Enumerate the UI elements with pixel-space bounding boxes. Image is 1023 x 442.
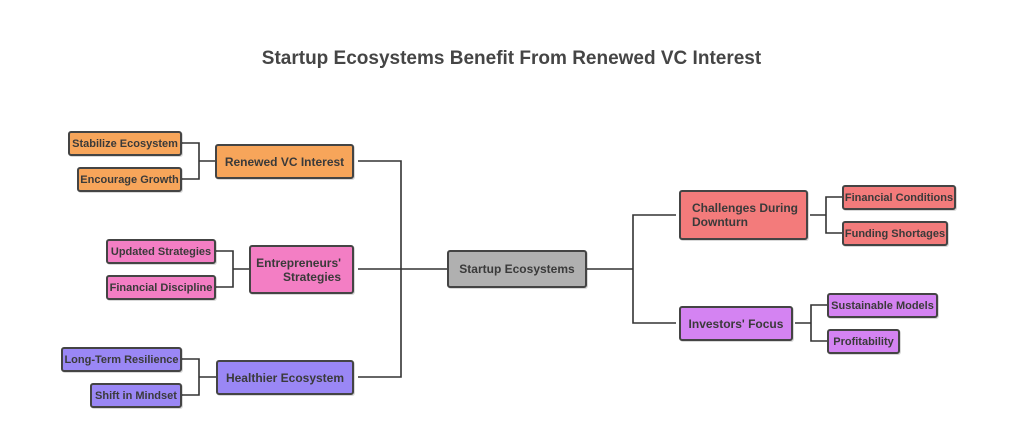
- branch-label: Investors' Focus: [688, 316, 784, 331]
- branch-healthier-ecosystem[interactable]: Healthier Ecosystem: [216, 360, 354, 395]
- leaf-financial-conditions[interactable]: Financial Conditions: [842, 185, 956, 210]
- connector-challenges-children: [810, 196, 842, 234]
- connector-entrepreneurs-children: [216, 250, 249, 288]
- branch-label: Healthier Ecosystem: [225, 370, 345, 385]
- leaf-encourage-growth[interactable]: Encourage Growth: [77, 167, 182, 192]
- leaf-sustainable-models[interactable]: Sustainable Models: [827, 293, 938, 318]
- leaf-label: Profitability: [833, 335, 894, 348]
- branch-label: Renewed VC Interest: [224, 154, 345, 169]
- diagram-title: Startup Ecosystems Benefit From Renewed …: [261, 48, 762, 69]
- connector-right-trunk: [632, 214, 676, 324]
- branch-label: Challenges During Downturn: [692, 201, 799, 229]
- leaf-updated-strategies[interactable]: Updated Strategies: [106, 239, 216, 264]
- center-node-label: Startup Ecosystems: [459, 262, 575, 276]
- leaf-label: Updated Strategies: [110, 245, 212, 258]
- branch-challenges-during-downturn[interactable]: Challenges During Downturn: [679, 190, 808, 240]
- leaf-label: Sustainable Models: [831, 299, 934, 312]
- connector-vc-children: [182, 142, 215, 180]
- leaf-label: Long-Term Resilience: [64, 353, 179, 366]
- leaf-label: Encourage Growth: [80, 173, 179, 186]
- leaf-profitability[interactable]: Profitability: [827, 329, 900, 354]
- connector-investors-children: [795, 304, 827, 342]
- leaf-funding-shortages[interactable]: Funding Shortages: [842, 221, 948, 246]
- leaf-financial-discipline[interactable]: Financial Discipline: [106, 275, 216, 300]
- branch-entrepreneurs-strategies[interactable]: Entrepreneurs' Strategies: [249, 245, 354, 294]
- leaf-stabilize-ecosystem[interactable]: Stabilize Ecosystem: [68, 131, 182, 156]
- center-node[interactable]: Startup Ecosystems: [447, 250, 587, 288]
- branch-label: Entrepreneurs' Strategies: [256, 255, 341, 284]
- branch-investors-focus[interactable]: Investors' Focus: [679, 306, 793, 341]
- leaf-label: Funding Shortages: [844, 227, 946, 240]
- leaf-label: Shift in Mindset: [95, 389, 177, 402]
- leaf-label: Financial Discipline: [109, 281, 213, 294]
- leaf-long-term-resilience[interactable]: Long-Term Resilience: [61, 347, 182, 372]
- branch-renewed-vc-interest[interactable]: Renewed VC Interest: [215, 144, 354, 179]
- leaf-label: Stabilize Ecosystem: [72, 137, 178, 150]
- leaf-shift-in-mindset[interactable]: Shift in Mindset: [90, 383, 182, 408]
- leaf-label: Financial Conditions: [844, 191, 954, 204]
- connector-healthier-children: [182, 358, 216, 396]
- connector-left-trunk: [358, 160, 402, 378]
